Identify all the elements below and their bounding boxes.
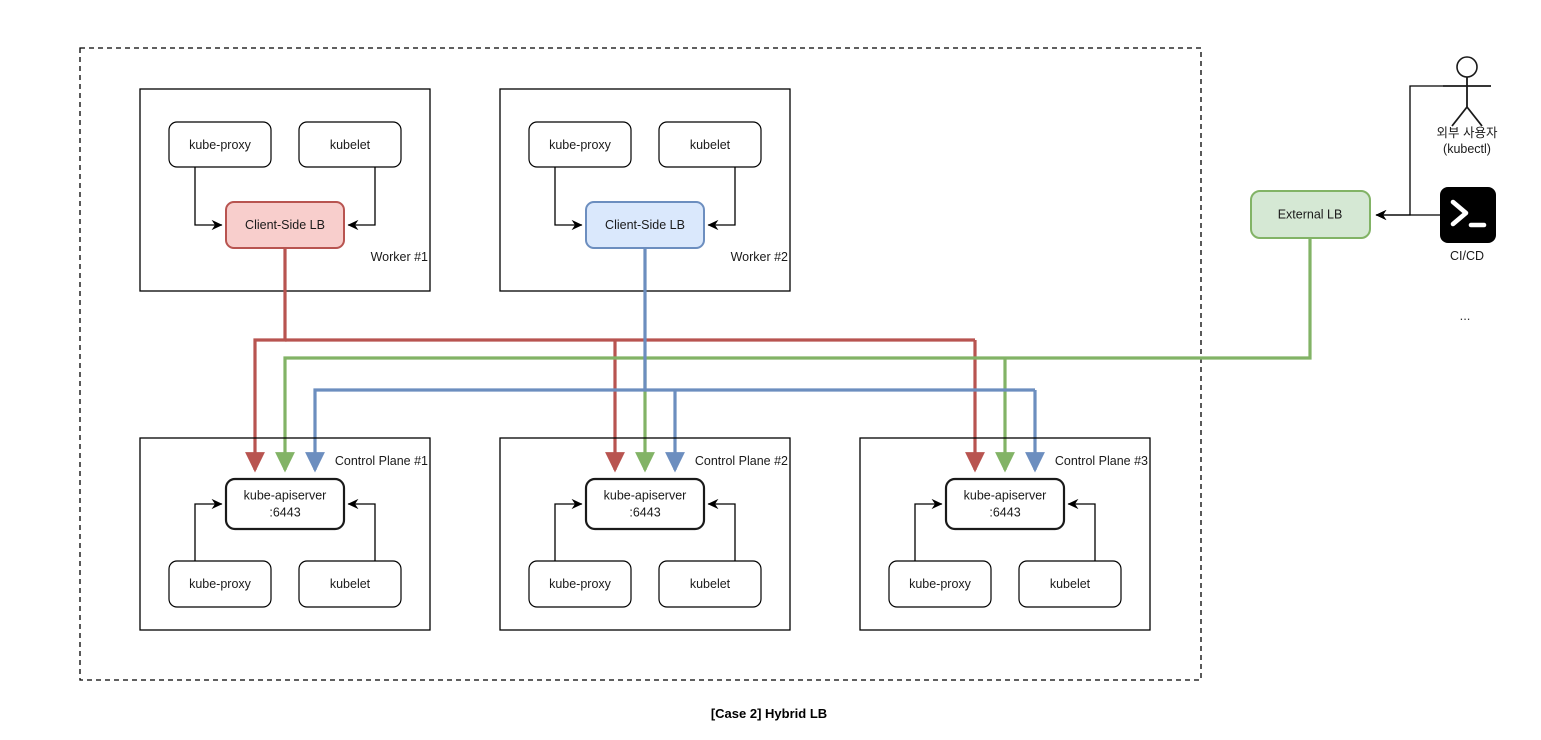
control-plane-3-apiserver-name: kube-apiserver [964,488,1047,502]
worker-1-kubelet-label: kubelet [330,138,371,152]
control-plane-2-kubelet-to-apiserver-connector [707,498,736,561]
control-plane-2-container [499,437,791,631]
control-plane-1-apiserver-port: :6443 [269,505,300,519]
worker-node-2: Worker #2 kube-proxy kubelet Client-Side… [499,88,791,292]
worker-2-kube-proxy-label: kube-proxy [549,138,612,152]
control-plane-3: Control Plane #3 kube-apiserver :6443 ku… [859,437,1151,631]
terminal-icon[interactable] [1440,187,1496,243]
control-plane-1-group-label: Control Plane #1 [335,454,428,468]
worker-2-kubelet-box[interactable] [658,121,762,168]
control-plane-2-kubelet-box[interactable] [658,560,762,608]
worker-1-kubelet-box[interactable] [298,121,402,168]
control-plane-2: Control Plane #2 kube-apiserver :6443 ku… [499,437,791,631]
control-plane-3-kubelet-box[interactable] [1018,560,1122,608]
stick-figure-icon [1443,56,1491,127]
control-plane-1-container [139,437,431,631]
worker-2-kubelet-label: kubelet [690,138,731,152]
control-plane-1: Control Plane #1 kube-apiserver :6443 ku… [139,437,431,631]
worker-1-kube-proxy-box[interactable] [168,121,272,168]
control-plane-3-kubelet-label: kubelet [1050,577,1091,591]
control-plane-1-apiserver-name: kube-apiserver [244,488,327,502]
control-plane-3-group-label: Control Plane #3 [1055,454,1148,468]
worker-2-group-label: Worker #2 [731,250,788,264]
control-plane-3-apiserver-port: :6443 [989,505,1020,519]
external-lb-box[interactable] [1250,190,1371,239]
control-plane-3-kube-proxy-label: kube-proxy [909,577,972,591]
worker-1-kube-proxy-label: kube-proxy [189,138,252,152]
control-plane-3-apiserver-box[interactable] [944,477,1066,531]
control-plane-2-group-label: Control Plane #2 [695,454,788,468]
flow-red-worker1-to-apiservers [245,248,985,473]
control-plane-1-kubelet-label: kubelet [330,577,371,591]
worker-2-kubelet-to-lb-connector [707,167,736,231]
cicd-label: CI/CD [1450,249,1484,263]
control-plane-2-kube-proxy-label: kube-proxy [549,577,612,591]
flow-green-trunk-to-cp1 [275,238,1312,473]
control-plane-3-proxy-to-apiserver-connector [914,498,943,561]
control-plane-2-kube-proxy-box[interactable] [528,560,632,608]
worker-node-1: Worker #1 kube-proxy kubelet Client-Side… [139,88,431,292]
control-plane-2-proxy-to-apiserver-connector [554,498,583,561]
control-plane-1-kube-proxy-label: kube-proxy [189,577,252,591]
cluster-boundary [79,47,1202,681]
diagram-caption: [Case 2] Hybrid LB [711,706,827,721]
control-plane-1-kube-proxy-box[interactable] [168,560,272,608]
control-plane-1-apiserver-box[interactable] [224,477,346,531]
external-lb: External LB [1250,190,1371,239]
control-plane-1-proxy-to-apiserver-connector [194,498,223,561]
control-plane-1-kubelet-box[interactable] [298,560,402,608]
external-clients: 외부 사용자 (kubectl) CI/CD ... [1375,56,1498,323]
flow-blue-trunk-to-cp1 [305,248,647,473]
control-plane-3-container [859,437,1151,631]
more-clients-ellipsis: ... [1460,308,1471,323]
worker-1-kubelet-to-lb-connector [347,167,376,231]
flow-green-externallb-to-apiservers [275,238,1312,473]
control-plane-2-kubelet-label: kubelet [690,577,731,591]
flow-blue-worker2-to-apiservers [305,248,1045,473]
control-plane-1-kubelet-to-apiserver-connector [347,498,376,561]
worker-2-client-side-lb-label: Client-Side LB [605,218,685,232]
control-plane-2-apiserver-port: :6443 [629,505,660,519]
user-to-external-lb-connector [1375,85,1443,221]
worker-1-proxy-to-lb-connector [194,167,223,231]
worker-1-group-label: Worker #1 [371,250,428,264]
control-plane-2-apiserver-name: kube-apiserver [604,488,687,502]
control-plane-3-kubelet-to-apiserver-connector [1067,498,1096,561]
flow-red-trunk-to-cp1 [245,248,287,473]
control-plane-2-apiserver-box[interactable] [584,477,706,531]
external-user-label-line1: 외부 사용자 [1437,126,1498,140]
external-lb-label: External LB [1278,207,1343,221]
external-user-label-line2: (kubectl) [1443,142,1491,156]
worker-2-proxy-to-lb-connector [554,167,583,231]
worker-2-kube-proxy-box[interactable] [528,121,632,168]
control-plane-3-kube-proxy-box[interactable] [888,560,992,608]
worker-1-client-side-lb-label: Client-Side LB [245,218,325,232]
